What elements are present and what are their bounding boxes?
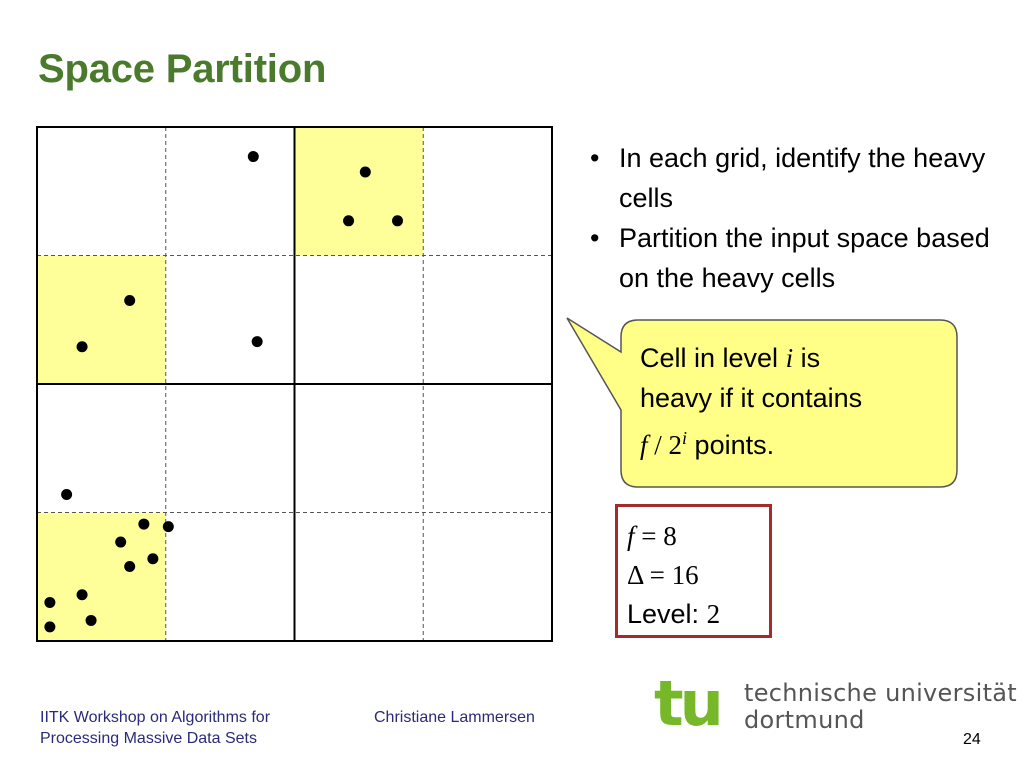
parameters-box: f = 8 Δ = 16 Level: 2 xyxy=(615,504,772,638)
callout-bubble xyxy=(566,317,958,488)
bullet-item-1: • In each grid, identify the heavy cells xyxy=(588,138,1018,218)
data-point xyxy=(115,536,127,548)
callout-line-3: f / 2i points. xyxy=(640,428,775,460)
heavy-cell xyxy=(37,512,166,641)
data-point xyxy=(76,341,88,353)
param-level: Level: 2 xyxy=(627,599,721,629)
heavy-cells-layer xyxy=(37,127,424,641)
university-name: technische universität dortmund xyxy=(744,679,1017,734)
data-point xyxy=(124,560,136,572)
data-point xyxy=(162,521,174,533)
tu-logo-icon: tu xyxy=(654,673,724,735)
data-point xyxy=(392,215,403,227)
grid-lines-layer xyxy=(36,126,553,642)
param-f: f = 8 xyxy=(627,521,677,551)
level-variable: i xyxy=(785,343,794,373)
data-point xyxy=(147,553,159,565)
footer-author: Christiane Lammersen xyxy=(374,709,535,726)
data-point xyxy=(44,596,56,608)
data-point xyxy=(124,294,136,306)
bullet-item-2: • Partition the input space based on the … xyxy=(588,218,1018,298)
data-points-layer xyxy=(44,151,403,633)
svg-text:tu: tu xyxy=(654,673,720,735)
callout-line-1: Cell in level i is xyxy=(640,343,821,373)
data-point xyxy=(359,166,371,178)
page-number: 24 xyxy=(963,731,981,748)
data-point xyxy=(61,489,73,501)
bullet-text: Partition the input space based on the h… xyxy=(619,223,990,293)
bullet-marker: • xyxy=(590,143,600,173)
bullet-marker: • xyxy=(590,223,600,253)
slide-title: Space Partition xyxy=(38,47,327,91)
data-point xyxy=(251,336,263,348)
param-delta: Δ = 16 xyxy=(627,560,699,590)
footer-event: IITK Workshop on Algorithms for Processi… xyxy=(40,709,271,747)
grid-border xyxy=(36,126,553,642)
data-point xyxy=(247,151,259,163)
callout-text: Cell in level i is heavy if it contains … xyxy=(640,338,940,465)
data-point xyxy=(44,621,56,633)
data-point xyxy=(343,215,355,227)
callout-line-2: heavy if it contains xyxy=(640,383,863,413)
bullet-list: •In each grid, identify the heavy cells … xyxy=(588,138,1018,298)
data-point xyxy=(76,589,88,601)
data-point xyxy=(85,614,97,626)
heavy-cell xyxy=(37,255,166,384)
data-point xyxy=(138,518,150,530)
heavy-cell xyxy=(294,127,424,256)
bullet-text: In each grid, identify the heavy cells xyxy=(619,143,986,213)
